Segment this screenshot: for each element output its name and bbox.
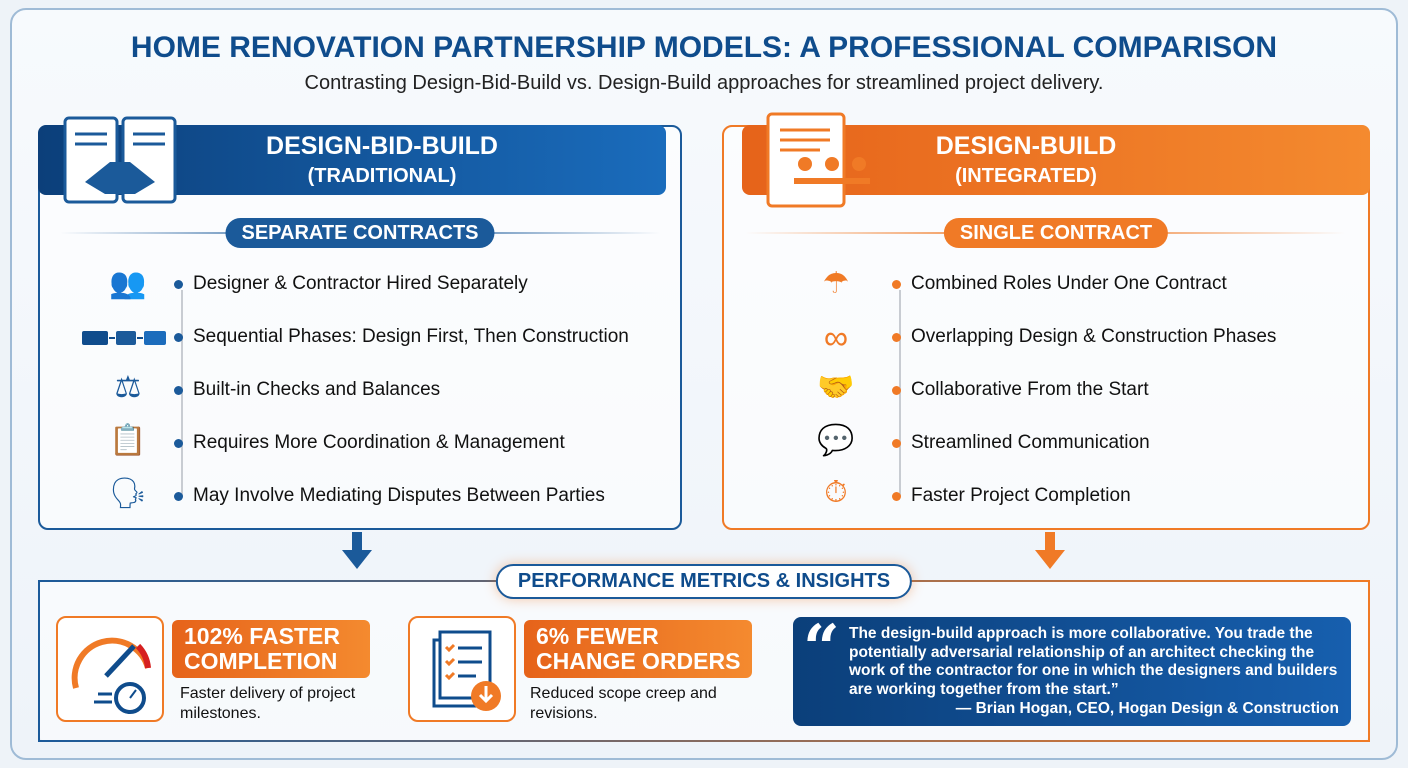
metric-description: Reduced scope creep and revisions.	[530, 685, 717, 722]
stopwatch-icon: ⏱	[824, 476, 848, 509]
team-meeting-contract-icon	[766, 112, 870, 208]
clipboard-manager-icon: 📋	[109, 424, 147, 457]
metric-line1: 6% FEWER	[536, 623, 659, 649]
list-item: May Involve Mediating Disputes Between P…	[174, 485, 605, 507]
infinity-loop-icon: ∞	[823, 319, 849, 357]
item-text: Requires More Coordination & Management	[193, 432, 565, 453]
metric-description: Faster delivery of project milestones.	[180, 685, 356, 722]
bullet	[174, 279, 183, 289]
quote-icon: “	[803, 611, 840, 686]
list-item: Sequential Phases: Design First, Then Co…	[174, 326, 629, 348]
testimonial-quote: “ The design-build approach is more coll…	[793, 617, 1351, 726]
item-text: Faster Project Completion	[911, 485, 1131, 506]
arrow-down-icon	[1035, 532, 1065, 569]
item-text: Combined Roles Under One Contract	[911, 273, 1227, 294]
header-title: DESIGN-BID-BUILD	[266, 132, 498, 160]
item-text: Overlapping Design & Construction Phases	[911, 326, 1277, 347]
bullet	[174, 491, 183, 501]
bullet	[892, 491, 901, 501]
bullet	[892, 385, 901, 395]
quote-text: The design-build approach is more collab…	[849, 625, 1338, 698]
item-text: Collaborative From the Start	[911, 379, 1149, 400]
bullet	[174, 438, 183, 448]
metric-line2: CHANGE ORDERS	[536, 648, 741, 674]
umbrella-team-icon: ☂	[822, 267, 850, 300]
header-subtitle: (TRADITIONAL)	[307, 165, 457, 187]
bullet	[892, 332, 901, 342]
quote-attribution: — Brian Hogan, CEO, Hogan Design & Const…	[955, 700, 1339, 717]
two-people-question-icon: 👥	[109, 267, 147, 300]
sequential-steps-icon	[80, 322, 170, 356]
list-item: Built-in Checks and Balances	[174, 379, 440, 401]
item-text: Built-in Checks and Balances	[193, 379, 441, 400]
item-text: Streamlined Communication	[911, 432, 1150, 453]
people-dispute-icon: 🗣	[108, 477, 148, 510]
list-item: Combined Roles Under One Contract	[892, 273, 1227, 295]
handshake-blueprint-icon: 🤝	[817, 371, 855, 404]
list-item: Overlapping Design & Construction Phases	[892, 326, 1276, 348]
chat-arrow-icon: 💬	[817, 424, 855, 457]
handshake-contract-icon	[63, 116, 177, 204]
header-title: DESIGN-BUILD	[935, 132, 1117, 160]
item-text: Designer & Contractor Hired Separately	[193, 273, 528, 294]
list-item: Streamlined Communication	[892, 432, 1150, 454]
list-item: Designer & Contractor Hired Separately	[174, 273, 528, 295]
list-item: Requires More Coordination & Management	[174, 432, 565, 454]
list-item: Collaborative From the Start	[892, 379, 1149, 401]
separate-contracts-pill: SEPARATE CONTRACTS	[225, 218, 495, 248]
page-title: HOME RENOVATION PARTNERSHIP MODELS: A PR…	[130, 31, 1278, 64]
item-text: Sequential Phases: Design First, Then Co…	[193, 326, 629, 347]
single-contract-pill: SINGLE CONTRACT	[943, 218, 1169, 248]
metric-line2: COMPLETION	[184, 648, 338, 674]
metrics-title: PERFORMANCE METRICS & INSIGHTS	[495, 564, 913, 599]
checklist-download-icon	[408, 616, 516, 722]
header-subtitle: (INTEGRATED)	[955, 165, 1097, 187]
item-text: May Involve Mediating Disputes Between P…	[193, 485, 605, 506]
bullet	[174, 332, 183, 342]
metric-line1: 102% FASTER	[184, 623, 340, 649]
scales-icon: ⚖	[114, 371, 142, 404]
page-subtitle: Contrasting Design-Bid-Build vs. Design-…	[304, 72, 1104, 94]
bullet	[174, 385, 183, 395]
arrow-down-icon	[342, 532, 372, 569]
bullet	[892, 438, 901, 448]
speedometer-stopwatch-icon	[56, 616, 164, 722]
bullet	[892, 279, 901, 289]
list-item: Faster Project Completion	[892, 485, 1131, 507]
